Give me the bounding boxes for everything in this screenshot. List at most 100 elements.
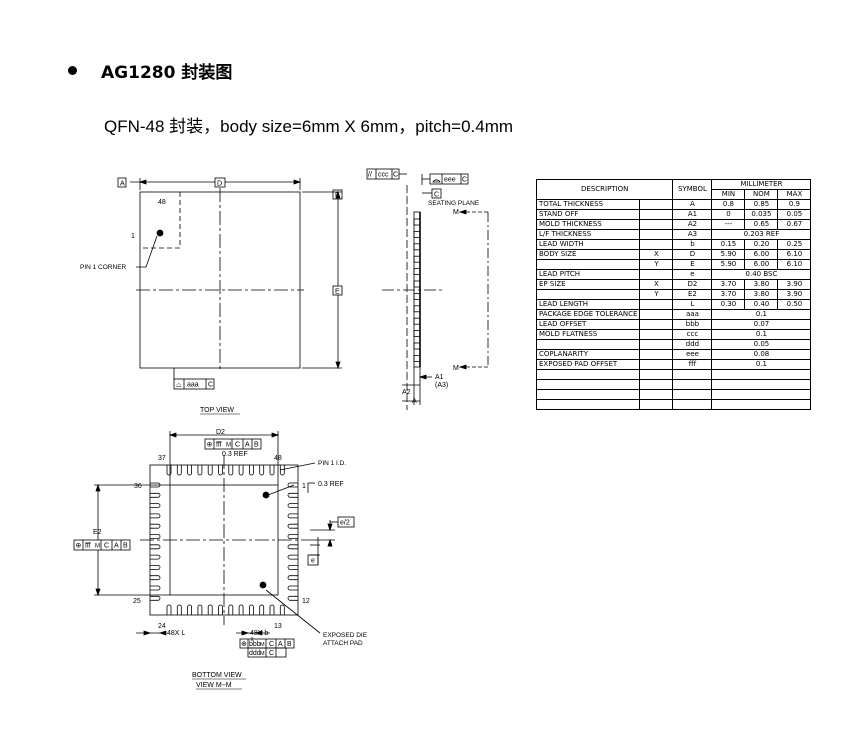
col-symbol: SYMBOL xyxy=(672,179,713,200)
lead-pad xyxy=(150,534,161,539)
table-cell: 0.1 xyxy=(711,359,812,370)
package-subtitle: QFN-48 封装，body size=6mm X 6mm，pitch=0.4m… xyxy=(104,117,514,136)
ep-corner-dot-icon xyxy=(259,581,267,589)
table-cell: 0.25 xyxy=(777,239,812,250)
lead-pad xyxy=(187,604,192,615)
fcf-eee-datum: C xyxy=(462,177,467,184)
lead-pad xyxy=(287,492,298,498)
table-cell xyxy=(711,399,812,410)
lead-pad xyxy=(287,482,298,488)
pin-25-label: 25 xyxy=(133,598,141,605)
table-cell xyxy=(672,379,713,390)
table-cell: 0.20 xyxy=(744,239,779,250)
table-cell: 0.40 xyxy=(744,299,779,310)
fcf-ddd-datum-c: C xyxy=(269,650,274,657)
table-cell: b xyxy=(672,239,713,250)
table-cell: A3 xyxy=(672,229,713,240)
heading-text: AG1280 封装图 xyxy=(101,63,233,83)
table-cell xyxy=(639,379,674,390)
table-cell: 0.035 xyxy=(744,209,779,220)
table-cell xyxy=(535,399,641,410)
table-cell xyxy=(711,379,812,390)
bottom-view-caption: BOTTOM VIEW xyxy=(192,672,242,679)
table-cell: STAND OFF xyxy=(535,209,641,220)
pin-13-label: 13 xyxy=(274,623,282,630)
pin1-dot-icon xyxy=(156,229,164,237)
pin-48-label-bottom: 48 xyxy=(274,455,282,462)
table-cell xyxy=(639,229,674,240)
table-cell xyxy=(639,219,674,230)
table-cell: 5.90 xyxy=(711,249,746,260)
side-lead xyxy=(413,218,421,226)
col-description: DESCRIPTION xyxy=(535,179,674,200)
table-cell: X xyxy=(639,279,674,290)
table-cell: fff xyxy=(672,359,713,370)
lead-pad xyxy=(150,554,161,560)
table-cell: A2 xyxy=(672,219,713,230)
side-lead xyxy=(413,231,421,238)
table-cell: E xyxy=(672,259,713,270)
side-lead xyxy=(413,305,421,313)
lead-pad xyxy=(176,604,182,615)
table-cell: aaa xyxy=(672,309,713,320)
lead-pad xyxy=(197,465,203,476)
table-cell: L xyxy=(672,299,713,310)
table-cell: 0.1 xyxy=(711,329,812,340)
lead-length-label: 48X L xyxy=(167,630,185,637)
table-cell: 0.1 xyxy=(711,309,812,320)
table-cell: 0.40 BSC xyxy=(711,269,812,280)
fcf-mmc-left: M xyxy=(95,544,100,550)
fcf-ccc: ccc xyxy=(378,172,389,179)
table-cell: D2 xyxy=(672,279,713,290)
table-cell: bbb xyxy=(672,319,713,330)
table-cell: 0.05 xyxy=(777,209,812,220)
dim-a2-label: A2 xyxy=(402,389,411,396)
table-row xyxy=(535,379,812,390)
table-cell: EXPOSED PAD OFFSET xyxy=(535,359,641,370)
col-nom: NOM xyxy=(744,189,779,200)
pin-36-label: 36 xyxy=(134,483,142,490)
table-cell: 6.10 xyxy=(777,249,812,260)
lead-pad xyxy=(259,465,265,476)
table-cell xyxy=(639,339,674,350)
lead-pad xyxy=(259,604,265,615)
lead-pad xyxy=(150,575,161,581)
col-unit: MILLIMETER xyxy=(711,179,812,190)
table-cell xyxy=(639,359,674,370)
lead-pad xyxy=(287,565,298,570)
parallelism-icon: // xyxy=(368,172,372,179)
table-cell: 0 xyxy=(711,209,746,220)
side-view-drawing: // ccc C eee C C SEATING PLANE M M A1 (A… xyxy=(366,168,489,410)
datum-b-label: B xyxy=(335,193,340,200)
table-cell: 3.90 xyxy=(777,279,812,290)
exposed-pad-label: EXPOSED DIE xyxy=(323,632,368,639)
table-cell: LEAD OFFSET xyxy=(535,319,641,330)
table-cell: 0.67 xyxy=(777,219,812,230)
col-max: MAX xyxy=(777,189,812,200)
top-view-caption: TOP VIEW xyxy=(200,407,234,414)
side-lead xyxy=(413,342,421,350)
table-cell: A1 xyxy=(672,209,713,220)
side-lead xyxy=(413,317,421,325)
table-cell: A xyxy=(672,199,713,210)
dim-e-half-label: e/2 xyxy=(340,520,350,527)
pin-1-label: 1 xyxy=(131,233,135,240)
lead-pad xyxy=(207,604,213,615)
fcf-ccc-datum: C xyxy=(393,172,398,179)
lead-pad xyxy=(150,523,161,529)
table-cell xyxy=(639,209,674,220)
table-cell xyxy=(711,389,812,400)
table-cell: 0.07 xyxy=(711,319,812,330)
lead-pad xyxy=(166,465,172,476)
bullet-icon xyxy=(68,66,77,75)
table-cell xyxy=(639,399,674,410)
pin-24-label: 24 xyxy=(158,623,166,630)
